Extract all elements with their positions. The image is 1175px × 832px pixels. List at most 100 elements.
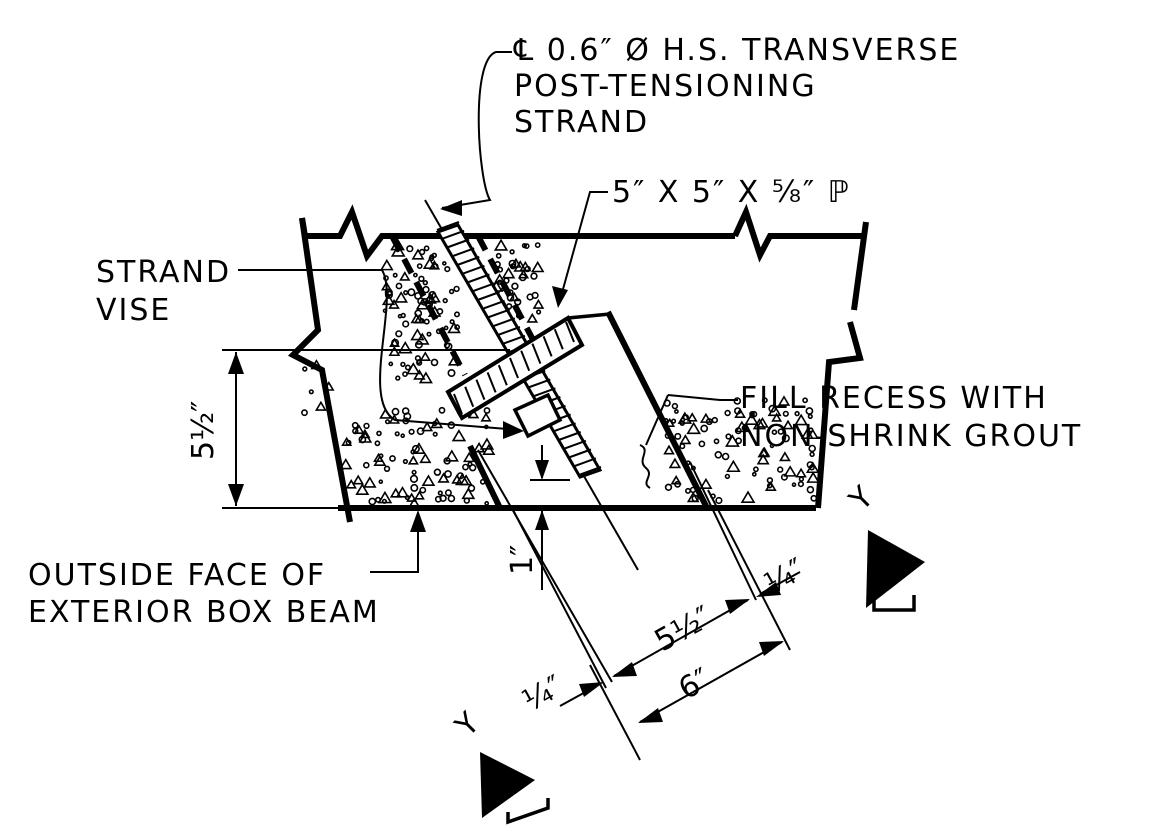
aggregate-dot [436, 307, 444, 315]
aggregate-triangle [399, 271, 411, 281]
plate-hatch-line [565, 321, 575, 343]
strand-twist-line [502, 334, 526, 345]
aggregate-dot [428, 290, 437, 299]
offset-arrow-top [535, 460, 549, 480]
plate-leader [559, 191, 608, 301]
strand-twist-line [533, 387, 556, 398]
recess-dim-line [639, 641, 783, 723]
aggregate-dot [664, 432, 672, 439]
aggregate-dot [441, 261, 447, 266]
aggregate-dot [462, 463, 469, 471]
aggregate-dot [383, 465, 391, 472]
aggregate-triangle [437, 472, 450, 483]
aggregate-dot [423, 245, 430, 252]
aggregate-dot [769, 443, 775, 449]
offset-dimension [530, 445, 570, 590]
aggregate-dot [448, 288, 455, 295]
aggregate-dot [401, 407, 410, 415]
aggregate-triangle [380, 258, 394, 271]
aggregate-dot [442, 297, 448, 304]
aggregate-triangle [352, 474, 365, 485]
plate-dim-arrow-1 [612, 662, 637, 677]
plate-hatch-line [553, 328, 564, 350]
aggregate-dot [682, 414, 690, 421]
section-marker-upper [866, 530, 925, 612]
aggregate-dot [711, 416, 718, 424]
aggregate-triangle [740, 490, 756, 503]
ext-line-4 [707, 489, 791, 651]
aggregate-triangle [418, 371, 433, 384]
aggregate-dot [438, 406, 446, 414]
plate-hatch-line [475, 379, 486, 400]
grout-leader-to-squiggle [645, 394, 669, 446]
vise-label-line2: VISE [96, 293, 171, 328]
aggregate-dot [700, 424, 709, 433]
aggregate-dot [368, 497, 377, 506]
strand-twist-line [477, 291, 500, 301]
aggregate-dot [301, 409, 308, 417]
aggregate-dot [684, 487, 691, 494]
aggregate-dot [534, 242, 541, 248]
aggregate-dot [670, 418, 677, 424]
aggregate-triangle [415, 297, 430, 310]
aggregate-dot [412, 272, 418, 278]
aggregate-triangle [389, 487, 402, 498]
aggregate-dot [411, 444, 420, 453]
aggregate-dot [407, 288, 416, 297]
aggregate-triangle [767, 404, 782, 417]
strand-twist-line [446, 238, 470, 249]
aggregate-triangle [419, 351, 431, 361]
aggregate-dot [714, 450, 723, 459]
strand-twist-line [441, 229, 465, 240]
aggregate-dot [430, 358, 439, 367]
aggregate-dot [433, 468, 442, 476]
aggregate-triangle [794, 413, 809, 426]
aggregate-triangle [806, 471, 820, 483]
aggregate-triangle [388, 345, 401, 357]
strand-twist-line [497, 326, 521, 336]
strand-twist-line [573, 457, 597, 468]
aggregate-dot [663, 417, 669, 423]
aggregate-dot [402, 458, 409, 465]
aggregate-dot [802, 397, 808, 404]
aggregate-dot [418, 275, 425, 282]
aggregate-triangle [670, 474, 682, 485]
bearing-plate-hatch [453, 321, 575, 415]
aggregate-dot [749, 410, 755, 417]
strand-leader-arrow [440, 200, 462, 216]
face-label-line2: EXTERIOR BOX BEAM [28, 595, 380, 630]
face-leader-arrow [410, 510, 426, 532]
aggregate-triangle [699, 412, 712, 423]
aggregate-dot [410, 483, 419, 492]
aggregate-triangle [461, 487, 476, 500]
aggregate-dot [391, 338, 400, 347]
aggregate-triangle [663, 444, 675, 455]
recess-dim-arrow-2 [759, 641, 784, 656]
aggregate-dot [664, 483, 673, 491]
aggregate-triangle [395, 486, 410, 498]
aggregate-dot [781, 434, 790, 443]
strand-twist-line [527, 378, 551, 389]
duct-line-left [389, 234, 468, 377]
strand-twist-line [436, 221, 460, 231]
section-bracket-upper [872, 595, 916, 612]
aggregate-dot [453, 311, 460, 318]
aggregate-dot [798, 476, 805, 482]
plate-hatch-line [531, 343, 542, 364]
aggregate-dot [381, 498, 388, 504]
plate-hatch-line [486, 372, 497, 393]
aggregate-dot [308, 389, 314, 395]
strand-twist-line [462, 264, 485, 275]
face-label-line1: OUTSIDE FACE OF [28, 558, 326, 593]
aggregate-dot [733, 407, 742, 415]
plate-hatch-line [464, 386, 475, 408]
aggregate-dot [674, 409, 679, 414]
aggregate-triangle [758, 446, 771, 457]
aggregate-triangle [451, 429, 467, 442]
right-side-upper [851, 221, 869, 311]
aggregate-dot [395, 375, 401, 381]
aggregate-triangle [482, 443, 496, 455]
plate-label: 5″ X 5″ X ⅝″ ℙ [612, 175, 851, 210]
strand-twist-line [563, 439, 587, 450]
strand-twist-line [451, 247, 475, 258]
